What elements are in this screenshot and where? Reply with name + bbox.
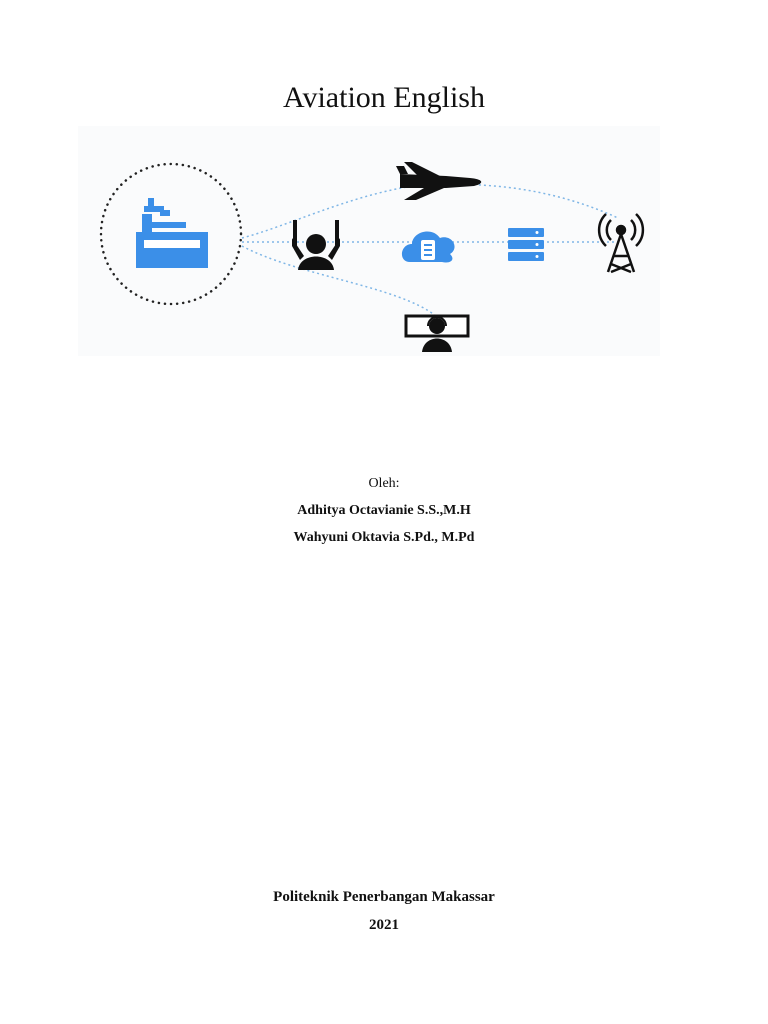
institution-name: Politeknik Penerbangan Makassar [273, 889, 495, 905]
connection-lines [241, 183, 619, 317]
publication-year: 2021 [369, 917, 399, 933]
cloud-database-icon [401, 231, 455, 263]
airplane-icon [396, 162, 482, 200]
network-illustration [78, 126, 660, 356]
operator-headset-icon [292, 220, 340, 270]
author-name: Adhitya Octavianie S.S.,M.H [297, 503, 471, 518]
airplane-link-line [241, 183, 619, 239]
radio-tower-icon [597, 213, 645, 274]
monitor-operator-icon [404, 314, 470, 352]
server-rack-icon [508, 228, 544, 261]
author-name: Wahyuni Oktavia S.Pd., M.Pd [293, 530, 475, 545]
control-tower-icon [136, 198, 208, 268]
document-title: Aviation English [283, 81, 485, 114]
tower-circle [99, 162, 243, 306]
by-label: Oleh: [368, 476, 400, 491]
